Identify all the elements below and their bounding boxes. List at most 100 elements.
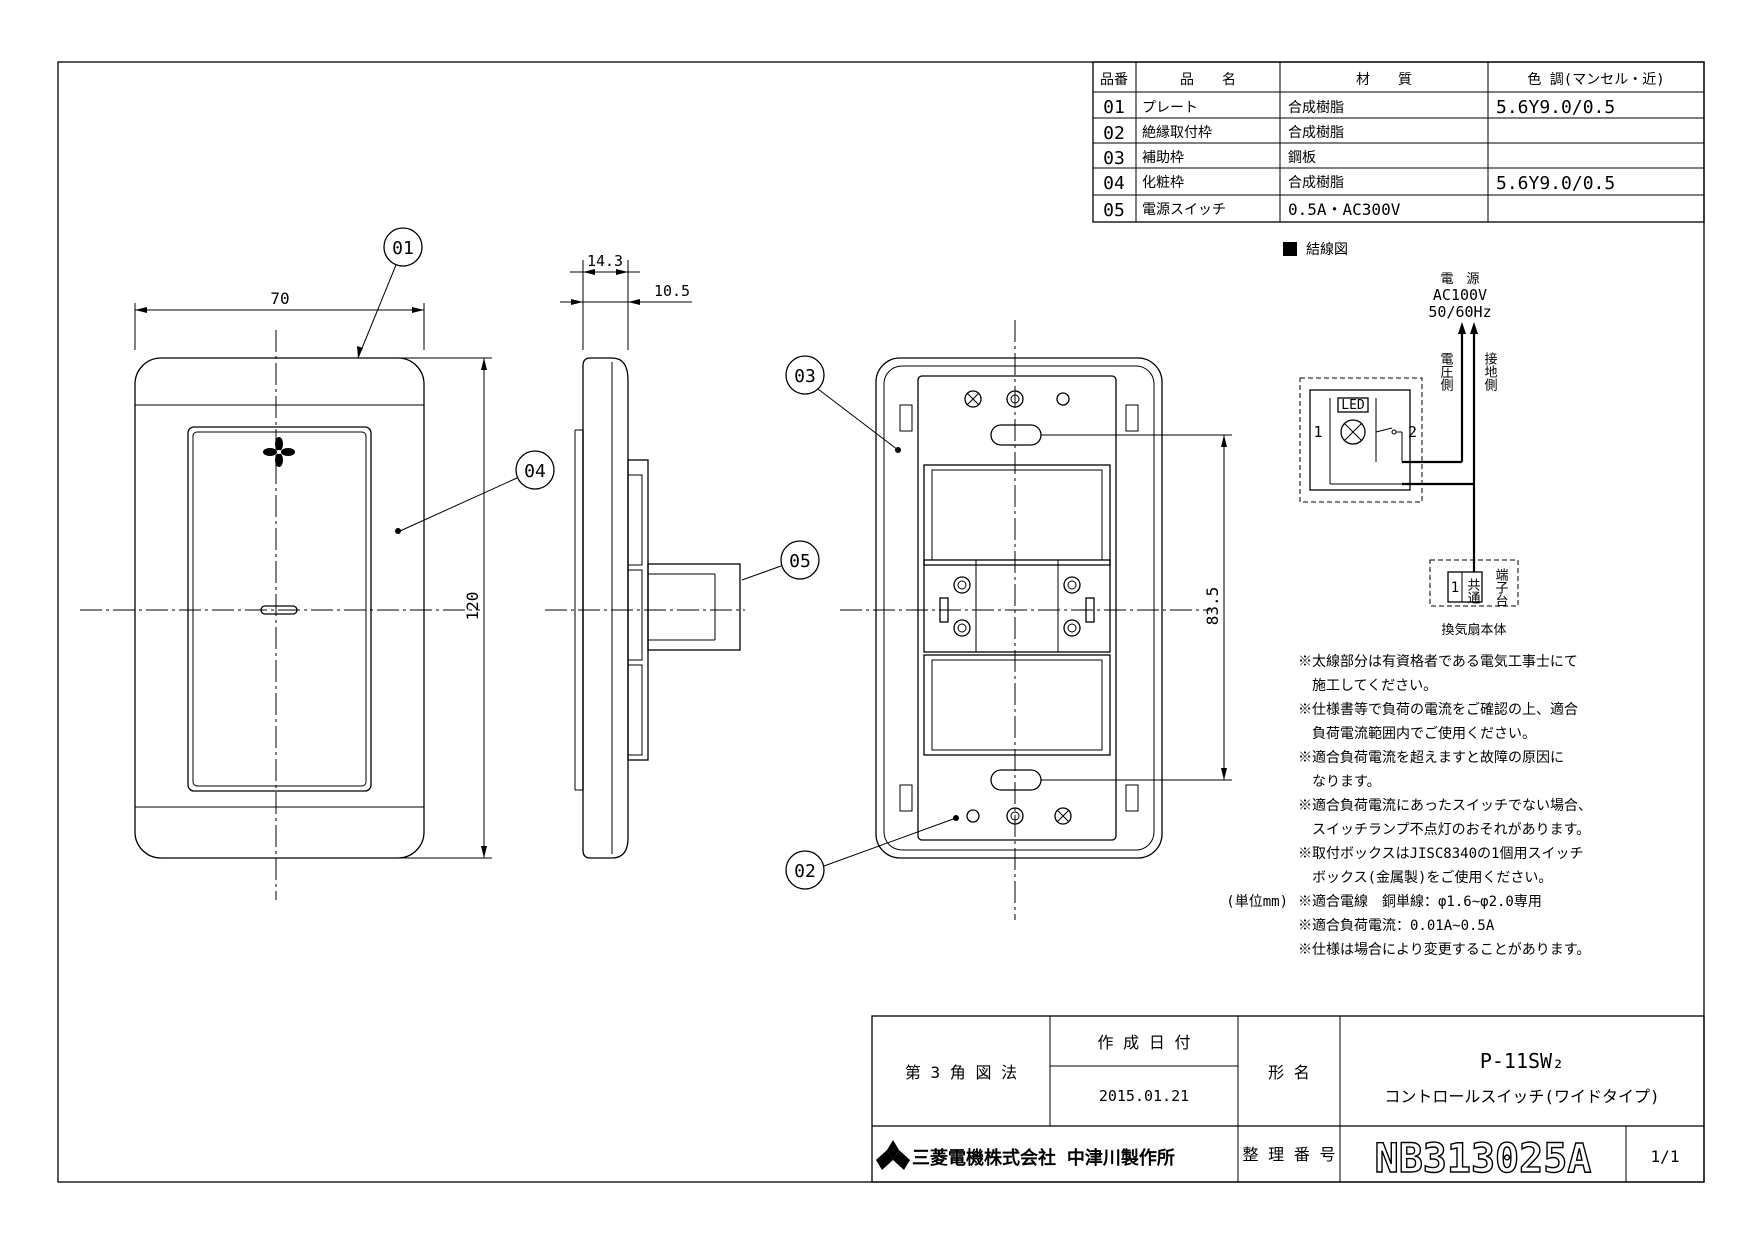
power-switch-body — [647, 563, 741, 651]
wiring-diagram: 結線図 電 源 AC100V 50/60Hz 電圧側 接地側 LED 1 2 — [1283, 242, 1519, 638]
switch-rocker — [187, 426, 372, 792]
callout-03-label: 03 — [794, 366, 816, 387]
document-number-label: 整 理 番 号 — [1243, 1145, 1336, 1164]
power-label: 電 源 — [1440, 272, 1479, 287]
page-number: 1/1 — [1651, 1147, 1680, 1166]
row-material: 合成樹脂 — [1288, 100, 1344, 116]
row-material: 合成樹脂 — [1288, 125, 1344, 141]
side-view: 14.3 10.5 05 — [545, 252, 820, 859]
depth-total-dimension: 14.3 — [587, 252, 623, 270]
callout-01 — [383, 227, 423, 267]
row-color: 5.6Y9.0/0.5 — [1496, 173, 1615, 194]
note-line: ※取付ボックスはJISC8340の1個用スイッチ — [1298, 846, 1583, 862]
row-name: 補助枠 — [1142, 150, 1184, 166]
table-row: 03 補助枠 鋼板 — [1103, 148, 1316, 169]
product-name: コントロールスイッチ(ワイドタイプ) — [1384, 1087, 1659, 1106]
width-dimension: 70 — [270, 289, 289, 308]
table-row: 04 化粧枠 合成樹脂 5.6Y9.0/0.5 — [1103, 173, 1615, 194]
plate-outline — [134, 357, 425, 859]
ground-side-label: 接地側 — [1482, 351, 1498, 391]
row-name: プレート — [1142, 100, 1198, 116]
row-no: 05 — [1103, 200, 1125, 221]
table-header-color: 色 調(マンセル・近) — [1527, 71, 1664, 88]
callout-02 — [785, 850, 825, 890]
row-no: 01 — [1103, 97, 1125, 118]
document-number: NB313025A — [1375, 1136, 1592, 1182]
switch-wiring-box — [1299, 377, 1423, 503]
switch-block — [923, 559, 1111, 653]
title-block: 第 3 角 図 法 作 成 日 付 2015.01.21 形 名 P-11SW₂… — [871, 1015, 1705, 1183]
creation-date: 2015.01.21 — [1099, 1087, 1189, 1105]
row-no: 02 — [1103, 123, 1125, 144]
callout-01-label: 01 — [392, 238, 414, 259]
power-voltage: AC100V — [1433, 286, 1487, 304]
led-label: LED — [1341, 398, 1365, 413]
callout-03 — [785, 355, 825, 395]
height-dimension: 120 — [463, 592, 482, 621]
insulating-frame — [875, 357, 1163, 859]
sheet-border — [57, 61, 1705, 1183]
callout-04 — [515, 450, 555, 490]
mounting-slot — [990, 424, 1042, 446]
wiring-title: 結線図 — [1306, 242, 1348, 258]
callout-02-label: 02 — [794, 861, 816, 882]
front-view: 70 120 01 04 — [80, 227, 555, 900]
note-line: ※適合負荷電流：0.01A~0.5A — [1298, 917, 1495, 934]
model-number: P-11SW₂ — [1480, 1049, 1564, 1073]
pitch-dimension: 83.5 — [1203, 587, 1222, 626]
back-view: 83.5 03 02 — [785, 320, 1232, 920]
row-no: 03 — [1103, 148, 1125, 169]
projection-method: 第 3 角 図 法 — [905, 1063, 1017, 1082]
table-row: 05 電源スイッチ 0.5A・AC300V — [1103, 200, 1401, 221]
row-name: 絶縁取付枠 — [1142, 125, 1212, 141]
terminal-block — [1447, 571, 1483, 603]
power-frequency: 50/60Hz — [1428, 303, 1491, 321]
company-name: 三菱電機株式会社 中津川製作所 — [912, 1147, 1175, 1169]
indicator-lamp — [260, 605, 298, 615]
note-line: ボックス(金属製)をご使用ください。 — [1298, 869, 1552, 886]
row-color: 5.6Y9.0/0.5 — [1496, 97, 1615, 118]
row-material: 鋼板 — [1288, 150, 1316, 166]
mitsubishi-logo-icon — [876, 1140, 910, 1170]
voltage-side-label: 電圧側 — [1438, 352, 1454, 391]
depth-plate-dimension: 10.5 — [654, 282, 690, 300]
model-label: 形 名 — [1268, 1063, 1310, 1082]
block-common-label: 共通 — [1465, 578, 1481, 604]
fan-body-box — [1429, 559, 1519, 607]
note-line: ※太線部分は有資格者である電気工事士にて — [1298, 654, 1578, 670]
note-line: 負荷電流範囲内でご使用ください。 — [1298, 725, 1536, 742]
callout-04-label: 04 — [524, 461, 546, 482]
callout-05-label: 05 — [789, 551, 811, 572]
switch-terminal-1: 1 — [1313, 423, 1322, 441]
switch-terminal-2: 2 — [1408, 423, 1417, 441]
mounting-slot — [990, 769, 1042, 791]
screw-hole-icon — [1054, 807, 1072, 825]
note-line: スイッチランプ不点灯のおそれがあります。 — [1298, 822, 1590, 838]
note-line: ※適合負荷電流にあったスイッチでない場合、 — [1298, 797, 1592, 814]
row-material: 合成樹脂 — [1288, 175, 1344, 191]
notes: ※太線部分は有資格者である電気工事士にて 施工してください。 ※仕様書等で負荷の… — [1226, 654, 1592, 958]
fan-icon — [263, 437, 295, 467]
note-line: ※適合電線 銅単線：φ1.6~φ2.0専用 — [1298, 893, 1542, 910]
table-header-name: 品 名 — [1180, 72, 1236, 88]
unit-label: (単位mm) — [1226, 894, 1288, 910]
parts-table: 品番 品 名 材 質 色 調(マンセル・近) 01 プレート 合成樹脂 5.6Y… — [1092, 61, 1705, 223]
note-line: ※仕様書等で負荷の電流をご確認の上、適合 — [1298, 701, 1578, 718]
note-line: なります。 — [1298, 774, 1381, 790]
table-header-no: 品番 — [1100, 72, 1128, 88]
fan-body-label: 換気扇本体 — [1441, 622, 1506, 638]
screw-hole-icon — [964, 390, 982, 408]
note-line: 施工してください。 — [1298, 678, 1437, 694]
row-material: 0.5A・AC300V — [1288, 200, 1401, 219]
callout-05 — [780, 540, 820, 580]
terminal-block-label: 端子台 — [1493, 568, 1509, 607]
table-row: 02 絶縁取付枠 合成樹脂 — [1103, 123, 1344, 144]
block-terminal-1: 1 — [1451, 580, 1459, 596]
section-marker-icon — [1283, 242, 1297, 256]
table-header-material: 材 質 — [1356, 72, 1412, 88]
row-name: 電源スイッチ — [1142, 202, 1226, 218]
plate-profile — [582, 357, 629, 859]
note-line: ※仕様は場合により変更することがあります。 — [1298, 941, 1590, 958]
table-row: 01 プレート 合成樹脂 5.6Y9.0/0.5 — [1103, 97, 1615, 118]
